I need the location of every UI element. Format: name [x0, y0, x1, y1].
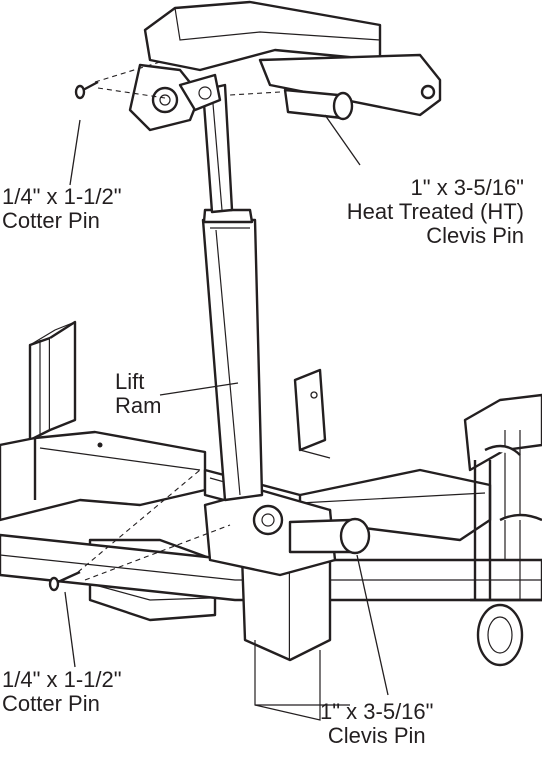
lift-ram [201, 83, 264, 502]
bottom-clevis-pin-label: 1" x 3-5/16" Clevis Pin [320, 700, 433, 748]
top-cotter-pin-label: 1/4" x 1-1/2" Cotter Pin [2, 185, 122, 233]
top-cotter-pin-name: Cotter Pin [2, 208, 100, 233]
top-clevis-pin-name: Clevis Pin [426, 223, 524, 248]
leader-lines [64, 114, 389, 696]
top-cotter-pin-part [74, 80, 99, 100]
bottom-cotter-pin-part [48, 570, 81, 592]
top-clevis-pin-label: 1" x 3-5/16" Heat Treated (HT) Clevis Pi… [347, 176, 524, 248]
lift-ram-label-line1: Lift [115, 369, 145, 394]
mower-frame [0, 320, 542, 721]
bottom-cotter-pin-label: 1/4" x 1-1/2" Cotter Pin [2, 668, 122, 716]
bottom-clevis-pin-size: 1" x 3-5/16" [320, 699, 434, 724]
lift-ram-label: Lift Ram [115, 370, 161, 418]
bottom-cotter-pin-name: Cotter Pin [2, 691, 100, 716]
top-cotter-pin-size: 1/4" x 1-1/2" [2, 184, 122, 209]
top-clevis-pin-treatment: Heat Treated (HT) [346, 199, 524, 224]
bottom-clevis-pin-name: Clevis Pin [327, 723, 426, 748]
top-pivot-arm [128, 0, 442, 132]
bottom-cotter-pin-size: 1/4" x 1-1/2" [2, 667, 122, 692]
assembly-lines [77, 61, 281, 581]
lift-ram-label-line2: Ram [115, 393, 162, 418]
top-clevis-pin-size: 1" x 3-5/16" [410, 175, 524, 200]
